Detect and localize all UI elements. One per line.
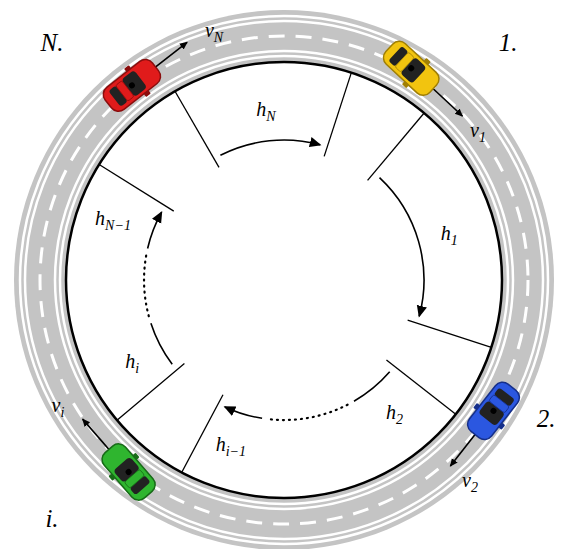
symbol: v — [52, 394, 61, 416]
headway-arc — [380, 178, 424, 317]
headway-arc — [220, 140, 320, 155]
subscript: 1 — [451, 233, 458, 248]
car-body — [98, 440, 158, 504]
velocity-label: vi — [52, 395, 65, 415]
bracket-tick — [368, 113, 425, 180]
car — [97, 53, 166, 118]
subscript: N−1 — [105, 218, 131, 233]
car-mirror — [473, 403, 480, 410]
velocity-label: v2 — [462, 470, 478, 490]
subscript: 2 — [396, 412, 403, 427]
road-edge-line — [60, 56, 508, 504]
dotted-arc — [144, 253, 149, 316]
car — [377, 35, 445, 102]
bracket-tick — [386, 360, 455, 414]
car-mirror — [124, 65, 131, 72]
car-mirror — [402, 81, 409, 88]
headway-label: hN — [256, 99, 275, 119]
headway-label: hi−1 — [216, 434, 246, 454]
symbol: v — [462, 469, 471, 491]
car-body — [100, 56, 165, 115]
dotted-arc — [267, 405, 348, 420]
car-mirror — [133, 453, 140, 460]
bracket-tick — [99, 164, 174, 211]
headway-arc — [225, 407, 262, 418]
inner-circle — [66, 62, 502, 498]
headway-arc — [151, 323, 172, 364]
cars — [83, 35, 527, 507]
road-surface — [14, 10, 554, 549]
road-edge-line — [25, 21, 543, 539]
car-index: i. — [45, 506, 58, 531]
car-mirror — [424, 58, 431, 65]
headway-label: h1 — [441, 223, 458, 243]
symbol: h — [256, 98, 266, 120]
car-mirror — [144, 90, 151, 97]
headway-label: hi — [125, 351, 139, 371]
bracket-tick — [117, 364, 184, 421]
car-mirror — [498, 423, 505, 430]
car-center-dot — [489, 407, 497, 415]
car-mirror — [108, 474, 115, 481]
car-body — [380, 38, 443, 99]
car-index: N. — [41, 30, 64, 55]
car-center-dot — [407, 64, 415, 72]
headway-arc — [148, 212, 162, 248]
car-center-dot — [124, 468, 132, 476]
car-body — [464, 379, 523, 444]
subscript: i — [135, 361, 139, 376]
bracket-tick — [408, 320, 492, 347]
subscript: i — [61, 405, 65, 420]
symbol: h — [95, 207, 105, 229]
subscript: N — [266, 109, 275, 124]
symbol: h — [216, 433, 226, 455]
subscript: i−1 — [226, 444, 246, 459]
headway-label: h2 — [386, 402, 403, 422]
headway-label: hN−1 — [95, 208, 131, 228]
car-index: 1. — [499, 30, 518, 55]
subscript: 2 — [471, 480, 478, 495]
symbol: h — [441, 222, 451, 244]
symbol: v — [205, 19, 214, 41]
headway-arc — [354, 372, 390, 401]
subscript: N — [214, 30, 223, 45]
symbol: h — [125, 350, 135, 372]
car — [461, 376, 526, 445]
velocity-label: v1 — [470, 120, 486, 140]
car — [95, 438, 162, 507]
headway-brackets — [99, 73, 491, 473]
road-edge-line — [55, 51, 513, 509]
symbol: v — [470, 119, 479, 141]
velocity-label: vN — [205, 20, 223, 40]
subscript: 1 — [479, 130, 486, 145]
symbol: h — [386, 401, 396, 423]
road-edge-line — [20, 16, 548, 544]
car-center-dot — [128, 81, 136, 89]
bracket-tick — [324, 73, 351, 157]
lane-divider — [40, 36, 528, 524]
bracket-tick — [175, 91, 219, 167]
car-index: 2. — [537, 406, 556, 431]
